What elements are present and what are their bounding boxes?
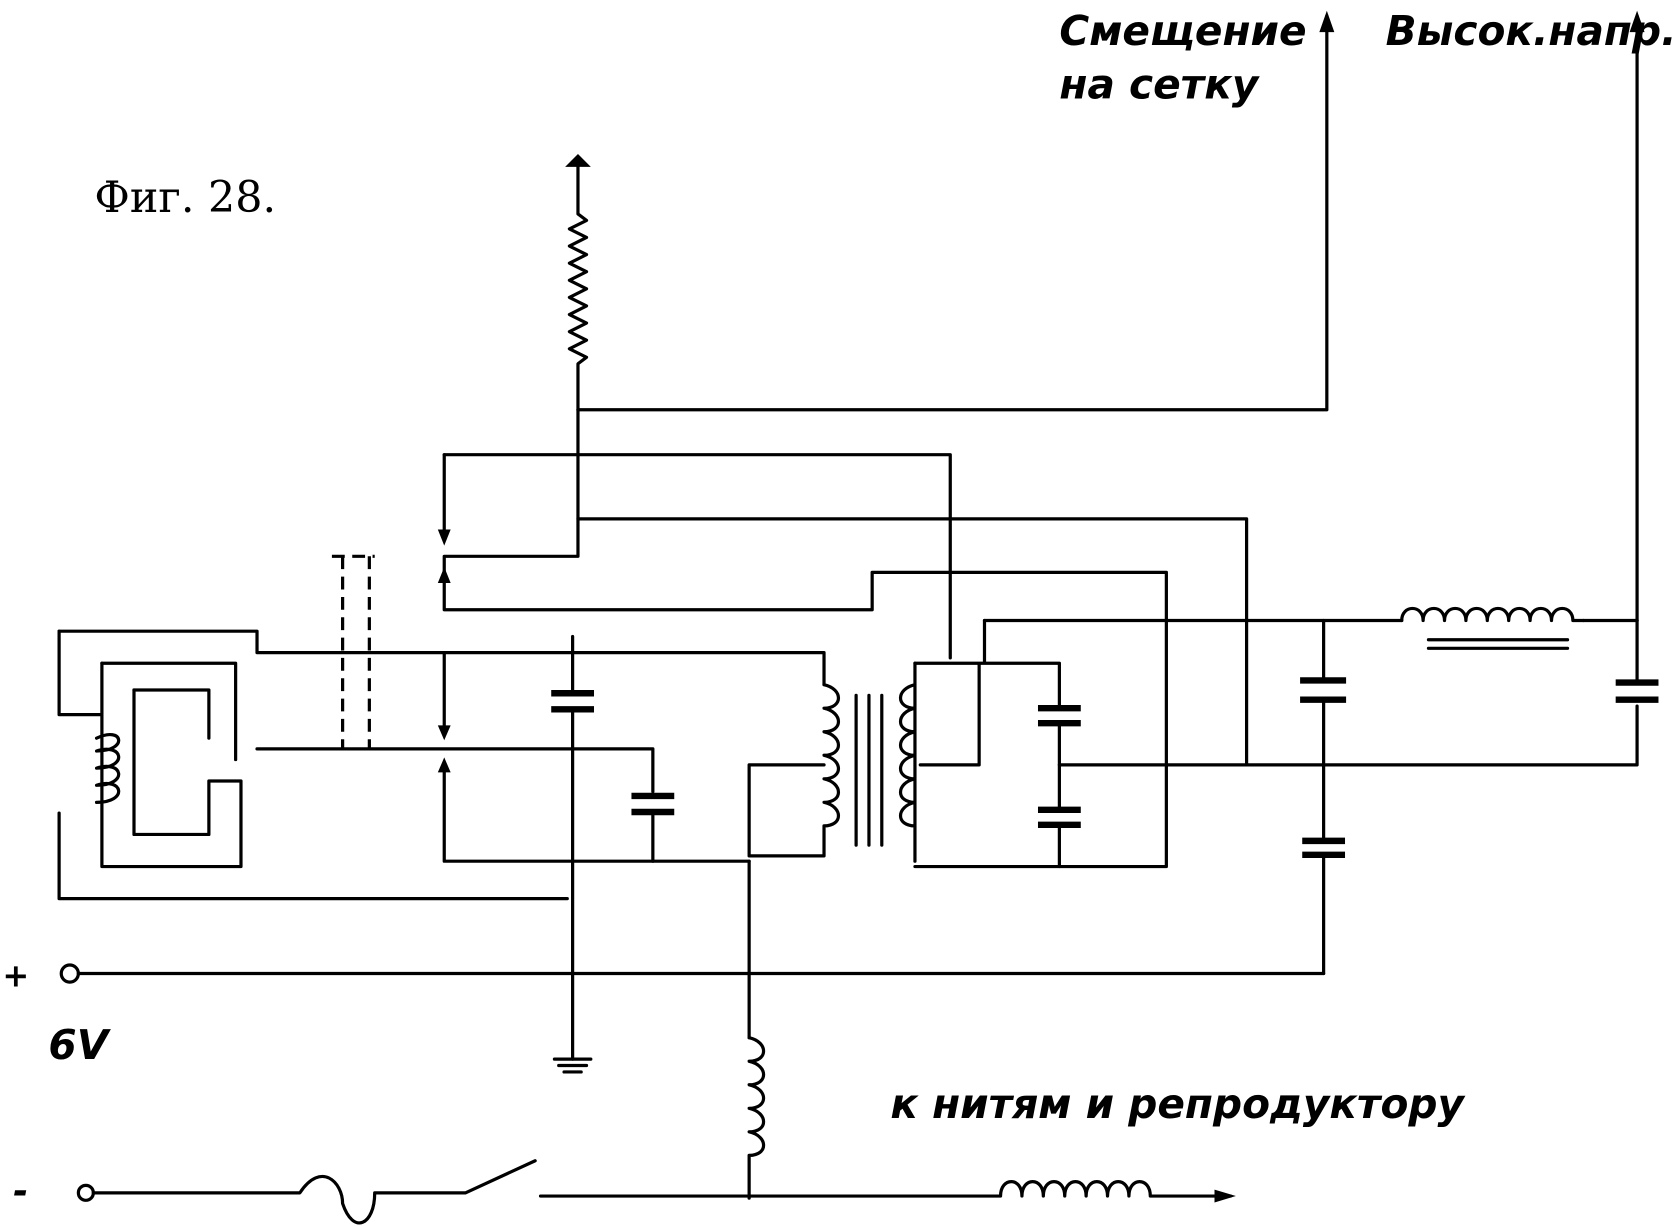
high-voltage-label: Высок.напр. — [1386, 7, 1677, 55]
plus-label: + — [2, 956, 29, 994]
minus-label: - — [13, 1170, 28, 1213]
resistor — [567, 158, 589, 412]
arrow-icon — [565, 154, 591, 167]
grid-bias-label: Смещение — [1059, 7, 1306, 55]
grid-bias-label-2: на сетку — [1059, 60, 1259, 108]
voltage-label: 6V — [48, 1021, 111, 1069]
figure-label: Фиг. 28. — [94, 173, 276, 223]
terminal-plus — [59, 963, 80, 984]
wires — [57, 10, 1659, 1225]
terminal-minus — [76, 1183, 95, 1202]
filaments-label: к нитям и репродуктору — [890, 1080, 1465, 1128]
arrow-icon — [1214, 1189, 1236, 1203]
